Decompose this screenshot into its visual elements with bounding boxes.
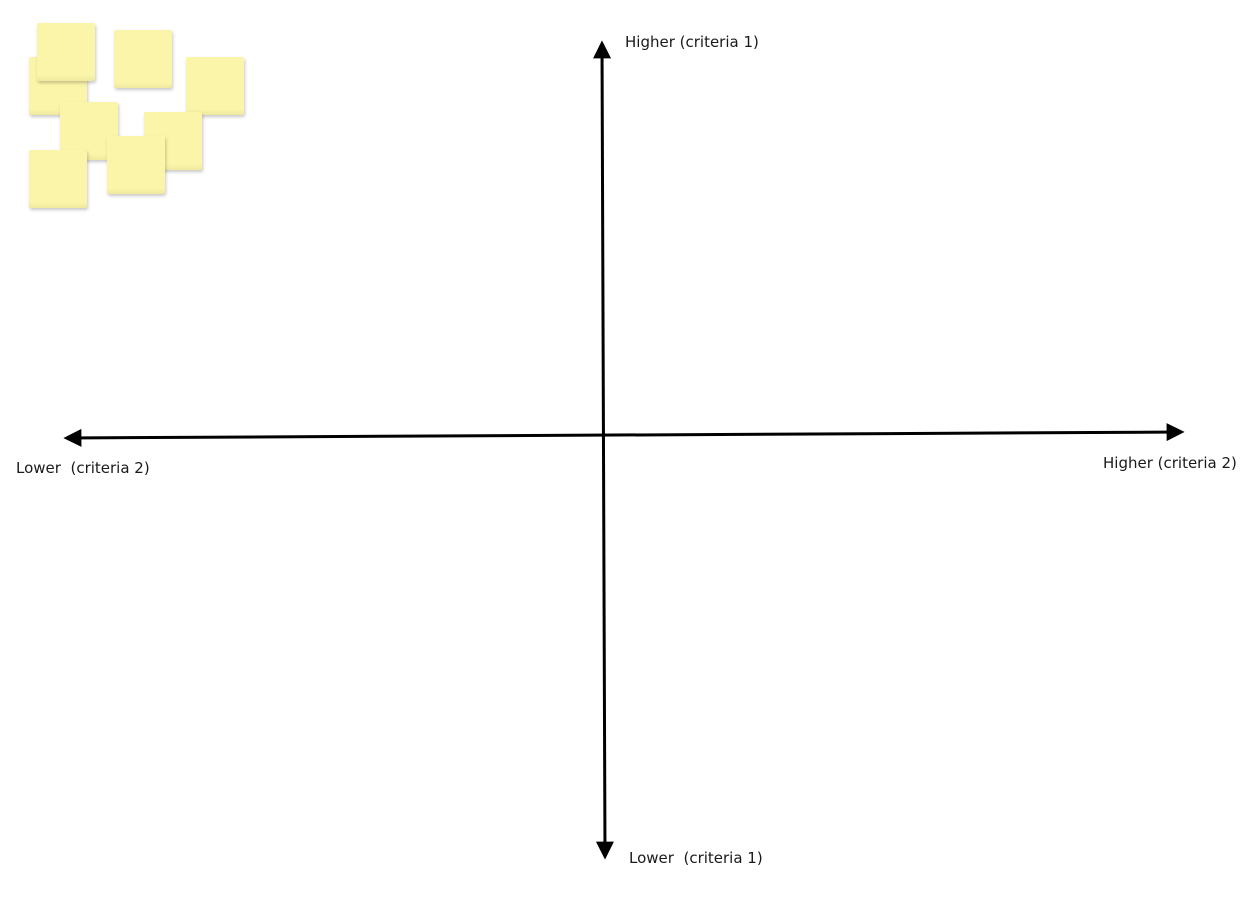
y-axis-low-label: Lower (criteria 1) — [629, 849, 763, 867]
sticky-note[interactable] — [186, 57, 244, 115]
sticky-note[interactable] — [29, 150, 87, 208]
horizontal-axis — [63, 423, 1185, 447]
sticky-note[interactable] — [114, 30, 172, 88]
sticky-note[interactable] — [37, 23, 95, 81]
sticky-note[interactable] — [107, 136, 165, 194]
x-axis-low-label: Lower (criteria 2) — [16, 459, 150, 477]
vertical-axis — [593, 40, 614, 860]
y-axis-high-label: Higher (criteria 1) — [625, 33, 759, 51]
x-axis-high-label: Higher (criteria 2) — [1103, 454, 1237, 472]
